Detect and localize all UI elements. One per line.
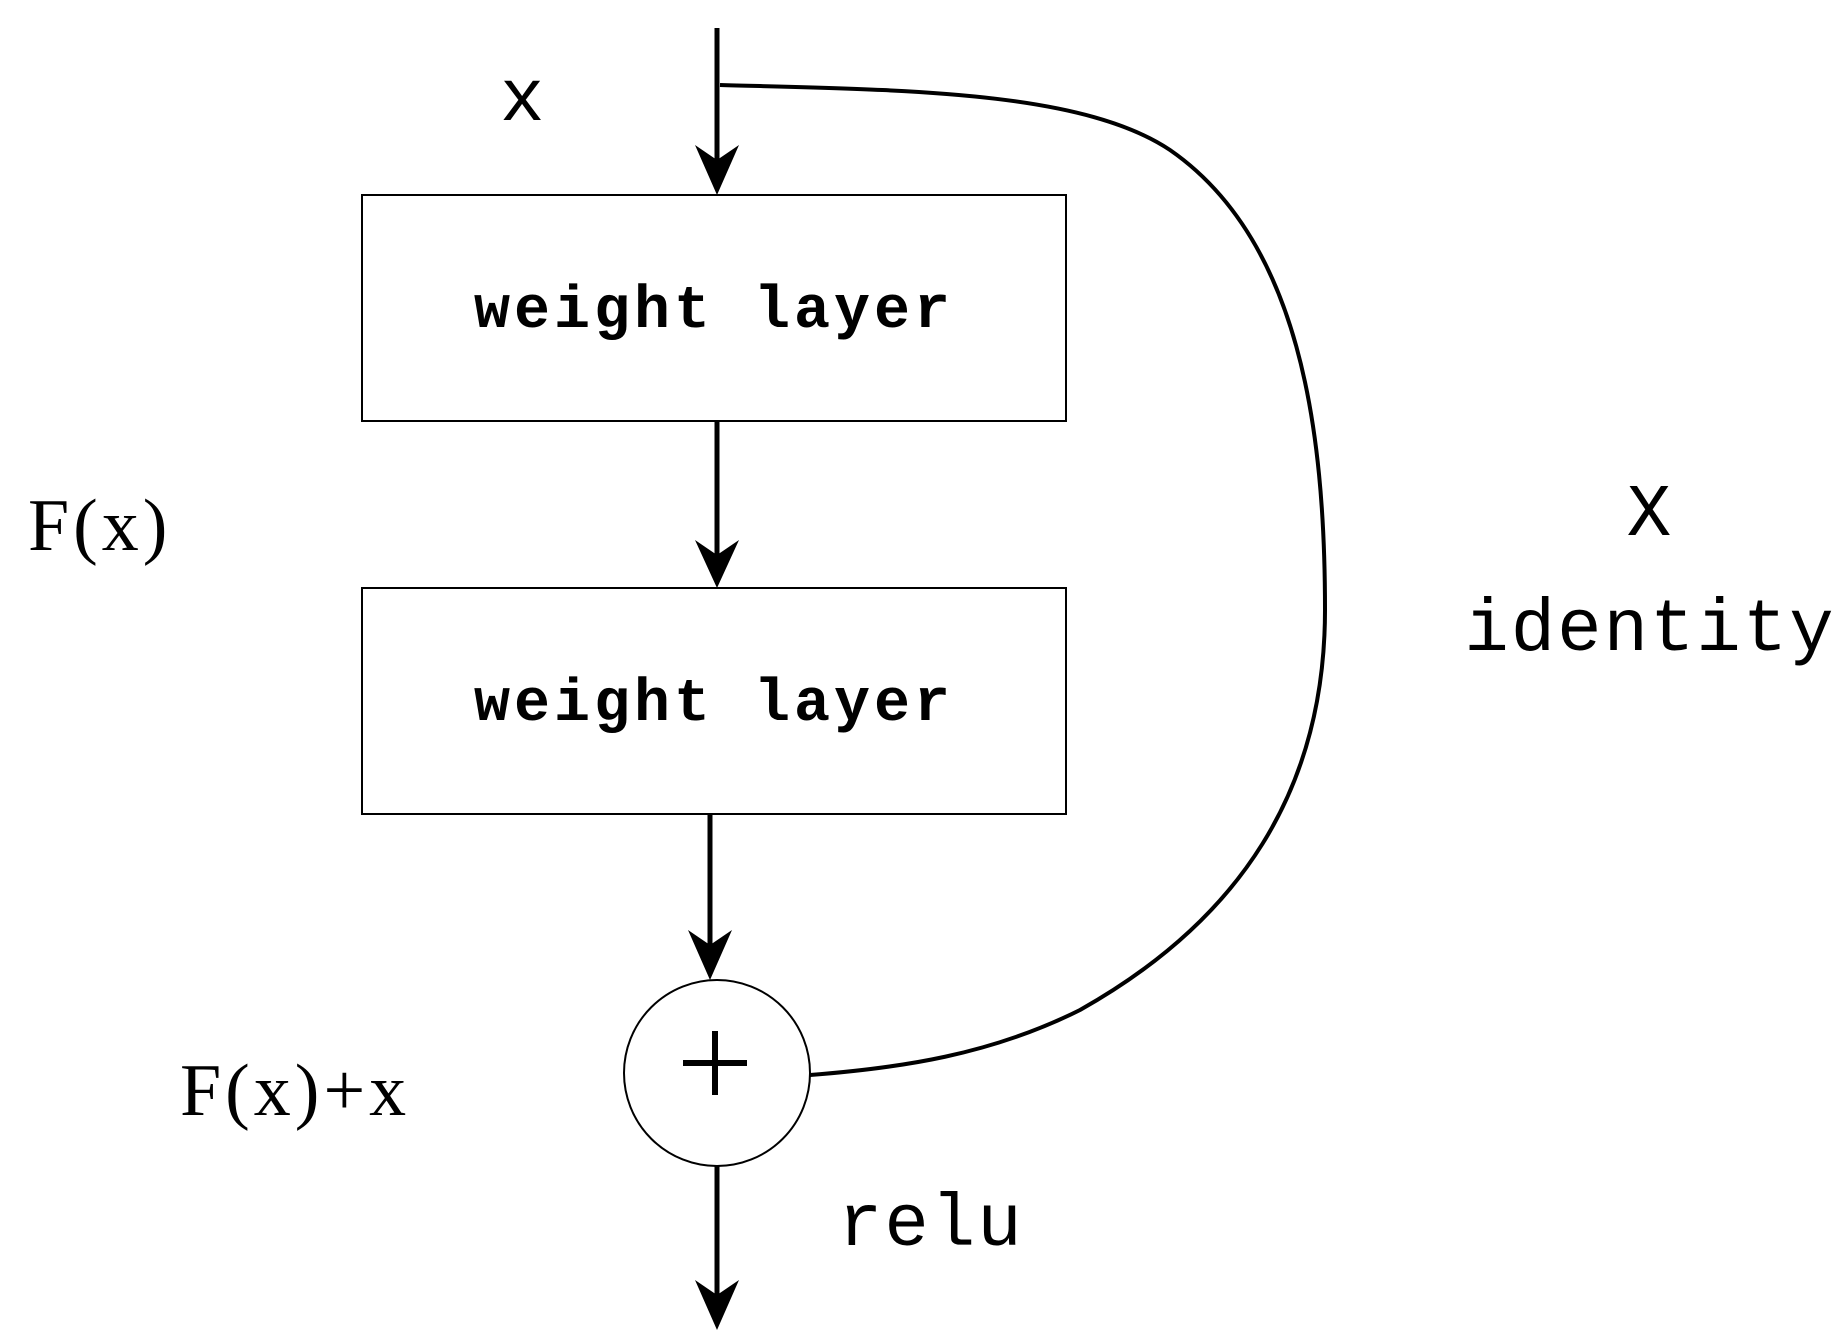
weight-layer-box-1 [361, 194, 1067, 422]
skip-name-label: identity [1464, 589, 1835, 673]
output-sum-label: F(x)+x [180, 1050, 410, 1132]
weight-layer-label-1: weight layer [474, 278, 954, 346]
residual-function-label: F(x) [28, 485, 171, 567]
mid-arrow-head [695, 540, 739, 588]
weight-layer-box-2 [361, 587, 1067, 815]
input-arrow-head [695, 145, 739, 195]
skip-symbol-label: X [1627, 474, 1673, 558]
activation-label: relu [838, 1184, 1024, 1268]
weight-layer-label-2: weight layer [474, 671, 954, 739]
input-label: x [500, 59, 546, 143]
output-arrow-head [695, 1280, 739, 1330]
identity-skip-connection [719, 83, 1328, 1077]
sum-arrow-head [688, 930, 732, 980]
